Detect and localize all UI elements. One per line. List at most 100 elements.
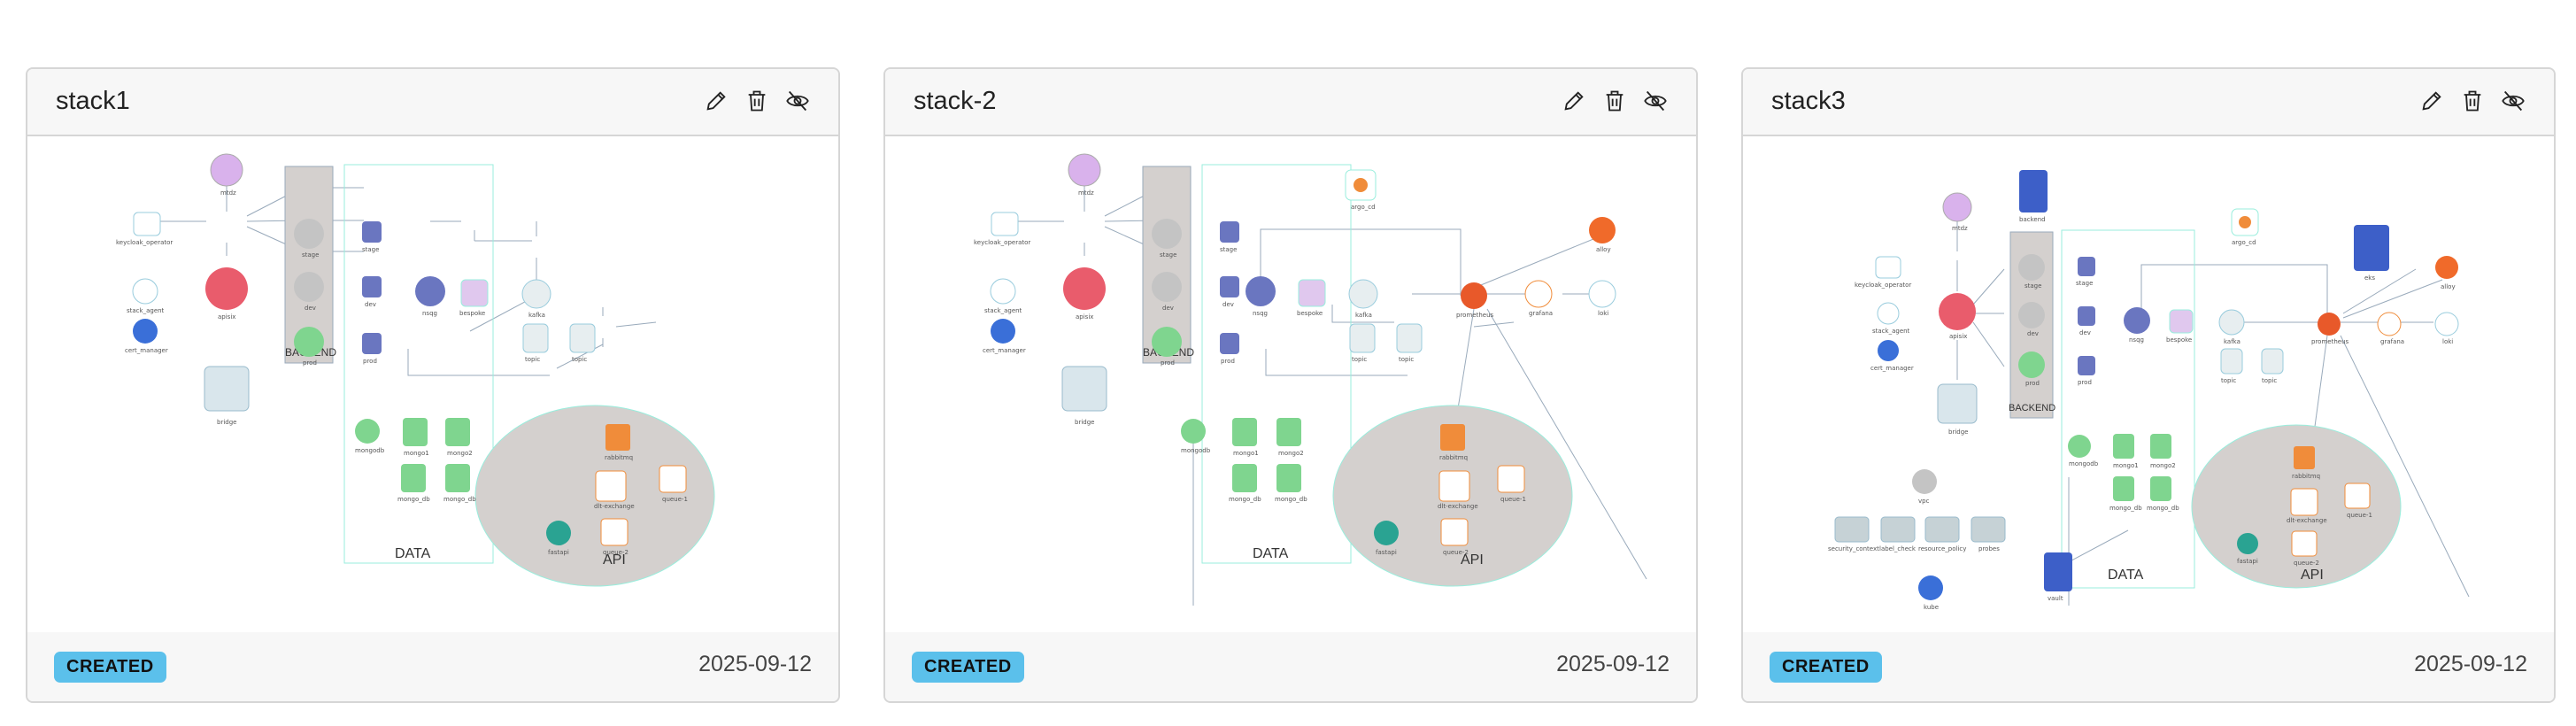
svg-text:stage: stage	[2025, 282, 2041, 290]
svg-text:stage: stage	[302, 251, 319, 259]
svg-text:prod: prod	[1161, 359, 1175, 367]
svg-text:loki: loki	[2442, 338, 2453, 345]
svg-text:queue-1: queue-1	[662, 496, 688, 503]
svg-text:stack_agent: stack_agent	[984, 307, 1022, 314]
svg-text:alloy: alloy	[2441, 283, 2456, 290]
svg-text:grafana: grafana	[2380, 338, 2404, 345]
card-footer: CREATED 2025-09-12	[27, 632, 838, 701]
svg-text:prod: prod	[303, 359, 317, 367]
card-title: stack3	[1771, 87, 1846, 115]
svg-text:queue-2: queue-2	[603, 549, 629, 556]
svg-text:queue-2: queue-2	[2294, 560, 2319, 567]
svg-text:topic: topic	[2262, 377, 2277, 384]
svg-text:kafka: kafka	[528, 312, 545, 319]
svg-text:keycloak_operator: keycloak_operator	[1855, 282, 1911, 289]
svg-text:fastapi: fastapi	[2237, 558, 2258, 565]
svg-text:topic: topic	[572, 356, 587, 363]
svg-text:argo_cd: argo_cd	[1351, 204, 1376, 211]
svg-text:mongo_db: mongo_db	[2109, 505, 2142, 512]
svg-text:cert_manager: cert_manager	[1870, 365, 1914, 372]
svg-text:security_context: security_context	[1828, 545, 1879, 552]
svg-text:mongo1: mongo1	[1233, 450, 1259, 457]
stack-diagram[interactable]: BACKEND DATA API mtdz keycloak_operator …	[885, 136, 1696, 636]
svg-text:nsqg: nsqg	[422, 310, 437, 317]
trash-icon[interactable]	[2458, 87, 2487, 115]
card-actions	[2418, 87, 2527, 115]
svg-text:keycloak_operator: keycloak_operator	[974, 239, 1030, 246]
stack-card: stack3	[1741, 67, 2556, 703]
svg-text:apisix: apisix	[218, 313, 235, 321]
svg-text:kube: kube	[1924, 604, 1939, 611]
svg-text:kafka: kafka	[2224, 338, 2241, 345]
svg-text:stack_agent: stack_agent	[1872, 328, 1910, 335]
svg-text:bridge: bridge	[1075, 419, 1094, 426]
svg-text:BACKEND: BACKEND	[2009, 403, 2055, 413]
svg-text:DATA: DATA	[2108, 568, 2144, 583]
svg-text:cert_manager: cert_manager	[983, 347, 1026, 354]
svg-text:label_check: label_check	[1879, 545, 1917, 552]
svg-text:fastapi: fastapi	[1376, 549, 1397, 556]
card-actions	[1560, 87, 1670, 115]
svg-text:topic: topic	[525, 356, 540, 363]
svg-text:fastapi: fastapi	[548, 549, 569, 556]
svg-text:bespoke: bespoke	[2166, 336, 2192, 344]
eye-slash-icon[interactable]	[1641, 87, 1670, 115]
svg-text:dlt-exchange: dlt-exchange	[2287, 517, 2327, 524]
svg-text:apisix: apisix	[1949, 333, 1967, 340]
stack-card: stack-2	[883, 67, 1698, 703]
svg-text:API: API	[2301, 568, 2324, 583]
svg-text:prod: prod	[1221, 358, 1235, 365]
stack-card: stack1	[26, 67, 840, 703]
eye-slash-icon[interactable]	[783, 87, 812, 115]
svg-text:bridge: bridge	[1948, 429, 1968, 436]
card-header: stack1	[27, 69, 838, 136]
svg-text:dev: dev	[305, 305, 316, 312]
svg-text:mongo_db: mongo_db	[2147, 505, 2179, 512]
eye-slash-icon[interactable]	[2499, 87, 2527, 115]
svg-text:topic: topic	[1352, 356, 1367, 363]
stack-diagram[interactable]: BACKEND DATA API mtdz keycloak_operator …	[27, 136, 838, 636]
pencil-icon[interactable]	[1560, 87, 1588, 115]
svg-text:topic: topic	[1399, 356, 1414, 363]
svg-text:eks: eks	[2364, 274, 2375, 282]
status-badge: CREATED	[1770, 652, 1882, 683]
pencil-icon[interactable]	[2418, 87, 2446, 115]
svg-text:queue-1: queue-1	[2347, 512, 2372, 519]
svg-text:topic: topic	[2221, 377, 2236, 384]
stack-diagram[interactable]: BACKEND DATA API backend eks vault mtdz …	[1743, 136, 2554, 636]
svg-text:API: API	[1461, 552, 1484, 568]
svg-text:mongo2: mongo2	[2150, 462, 2176, 469]
card-footer: CREATED 2025-09-12	[885, 632, 1696, 701]
card-header: stack3	[1743, 69, 2554, 136]
pencil-icon[interactable]	[702, 87, 730, 115]
svg-text:vpc: vpc	[1918, 498, 1930, 505]
svg-text:mongo2: mongo2	[1278, 450, 1304, 457]
svg-text:mongo1: mongo1	[2113, 462, 2139, 469]
svg-text:mtdz: mtdz	[1952, 225, 1968, 232]
svg-text:stack_agent: stack_agent	[127, 307, 165, 314]
svg-text:stage: stage	[2076, 280, 2093, 287]
svg-text:probes: probes	[1978, 545, 2000, 552]
svg-text:mongodb: mongodb	[1181, 447, 1211, 454]
created-date: 2025-09-12	[1556, 652, 1670, 676]
svg-text:dev: dev	[2027, 330, 2039, 337]
created-date: 2025-09-12	[2414, 652, 2527, 676]
card-actions	[702, 87, 812, 115]
card-title: stack-2	[914, 87, 997, 115]
trash-icon[interactable]	[1600, 87, 1629, 115]
svg-text:DATA: DATA	[1253, 546, 1289, 561]
trash-icon[interactable]	[743, 87, 771, 115]
svg-text:bespoke: bespoke	[1297, 310, 1323, 317]
svg-text:dev: dev	[1222, 301, 1234, 308]
svg-text:loki: loki	[1598, 310, 1608, 317]
svg-text:DATA: DATA	[395, 546, 431, 561]
svg-text:mongo2: mongo2	[447, 450, 473, 457]
svg-text:dev: dev	[1162, 305, 1174, 312]
svg-text:mongo_db: mongo_db	[397, 496, 430, 503]
svg-text:keycloak_operator: keycloak_operator	[116, 239, 173, 246]
svg-text:prod: prod	[2078, 379, 2092, 386]
svg-text:stage: stage	[1220, 246, 1237, 253]
svg-text:rabbitmq: rabbitmq	[605, 454, 633, 461]
svg-text:rabbitmq: rabbitmq	[1439, 454, 1468, 461]
svg-text:backend: backend	[2019, 216, 2046, 223]
